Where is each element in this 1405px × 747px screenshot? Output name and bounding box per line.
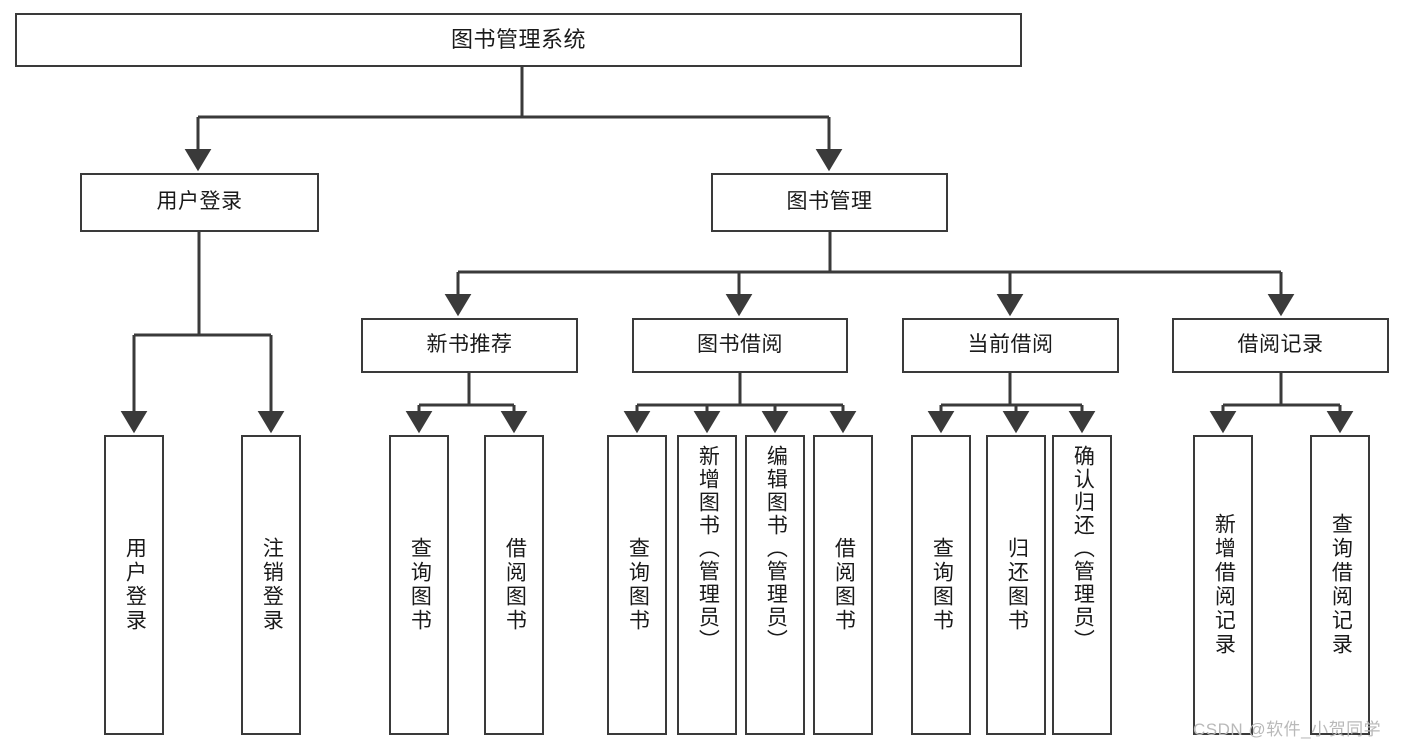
leaf-query-book-recommend[interactable]: 查询图书 (389, 435, 449, 735)
node-label: 查询图书 (930, 537, 954, 633)
node-label: 借阅图书 (832, 537, 856, 633)
node-label: 查询图书 (408, 537, 432, 633)
node-book-management[interactable]: 图书管理 (711, 173, 948, 232)
node-label: 图书管理 (786, 190, 873, 214)
leaf-add-borrow-record[interactable]: 新增借阅记录 (1193, 435, 1253, 735)
node-borrow-record[interactable]: 借阅记录 (1172, 318, 1389, 373)
node-label: 当前借阅 (967, 333, 1054, 357)
leaf-edit-book-admin[interactable]: 编辑图书（管理员） (745, 435, 805, 735)
node-current-borrow[interactable]: 当前借阅 (902, 318, 1119, 373)
node-label: 编辑图书（管理员） (764, 445, 788, 652)
node-new-book-recommend[interactable]: 新书推荐 (361, 318, 578, 373)
node-label: 归还图书 (1005, 537, 1029, 633)
watermark-text: CSDN @软件_小贺同学 (1193, 720, 1382, 739)
node-book-borrow[interactable]: 图书借阅 (632, 318, 848, 373)
leaf-confirm-return-admin[interactable]: 确认归还（管理员） (1052, 435, 1112, 735)
node-user-login[interactable]: 用户登录 (80, 173, 319, 232)
leaf-user-login[interactable]: 用户登录 (104, 435, 164, 735)
node-root-system[interactable]: 图书管理系统 (15, 13, 1022, 67)
node-label: 用户登录 (123, 537, 147, 633)
leaf-return-book[interactable]: 归还图书 (986, 435, 1046, 735)
leaf-borrow-book[interactable]: 借阅图书 (813, 435, 873, 735)
leaf-query-book-current[interactable]: 查询图书 (911, 435, 971, 735)
node-label: 图书借阅 (697, 333, 783, 357)
node-label: 新书推荐 (426, 333, 513, 357)
node-label: 确认归还（管理员） (1071, 445, 1095, 652)
node-label: 借阅图书 (503, 537, 527, 633)
node-label: 新增图书（管理员） (696, 445, 720, 652)
leaf-query-book-borrow[interactable]: 查询图书 (607, 435, 667, 735)
node-label: 借阅记录 (1237, 333, 1324, 357)
node-label: 新增借阅记录 (1212, 513, 1236, 657)
node-label: 图书管理系统 (450, 27, 586, 53)
node-label: 查询图书 (626, 537, 650, 633)
leaf-query-borrow-record[interactable]: 查询借阅记录 (1310, 435, 1370, 735)
leaf-logout[interactable]: 注销登录 (241, 435, 301, 735)
leaf-add-book-admin[interactable]: 新增图书（管理员） (677, 435, 737, 735)
leaf-borrow-book-recommend[interactable]: 借阅图书 (484, 435, 544, 735)
node-label: 用户登录 (156, 190, 243, 214)
node-label: 查询借阅记录 (1329, 513, 1353, 657)
node-label: 注销登录 (260, 537, 284, 633)
